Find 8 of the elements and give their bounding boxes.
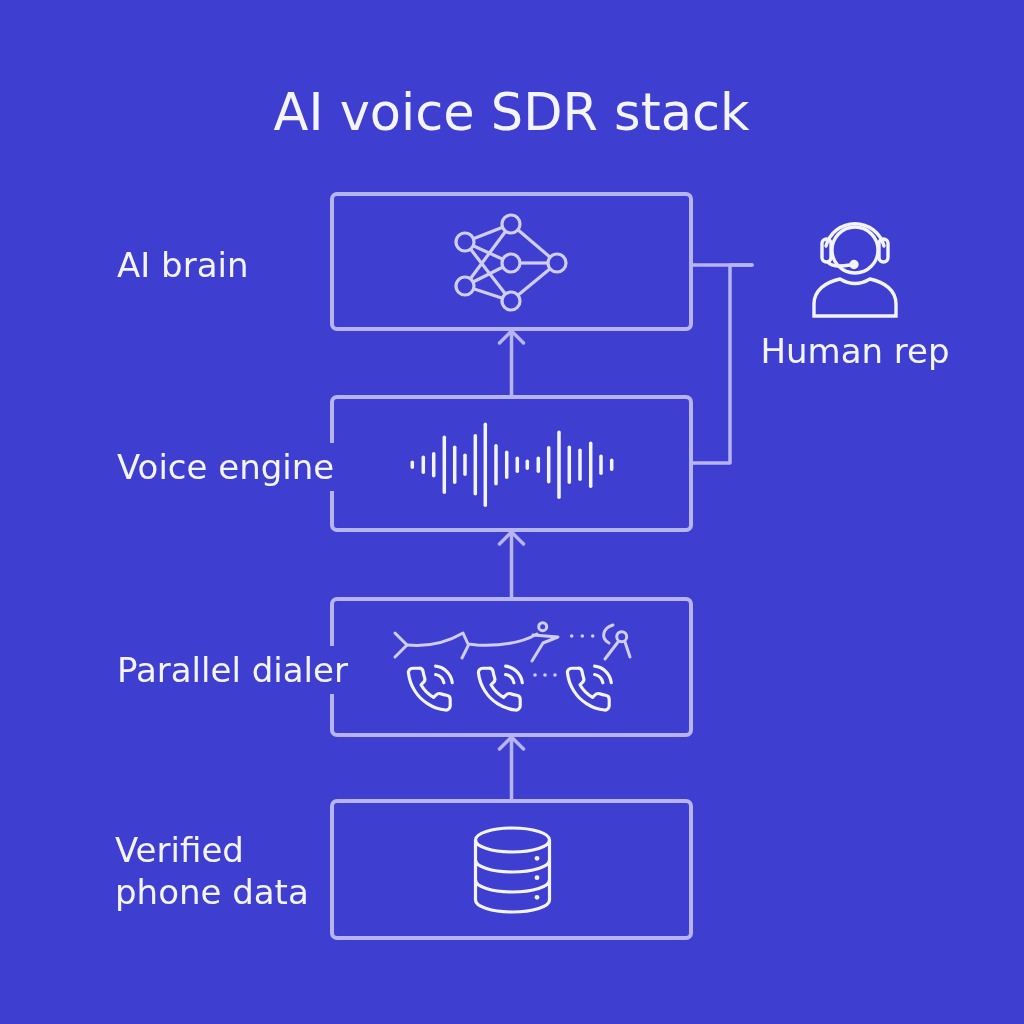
arrow: [497, 530, 526, 599]
layer-label: AI brain: [117, 243, 249, 286]
connector-line: [691, 263, 754, 465]
arrow: [497, 329, 526, 397]
diagram-title: AI voice SDR stack: [273, 82, 750, 143]
arrow: [497, 735, 526, 801]
role-label: Human rep: [760, 330, 950, 372]
layer-label: Verified phone data: [115, 828, 310, 913]
